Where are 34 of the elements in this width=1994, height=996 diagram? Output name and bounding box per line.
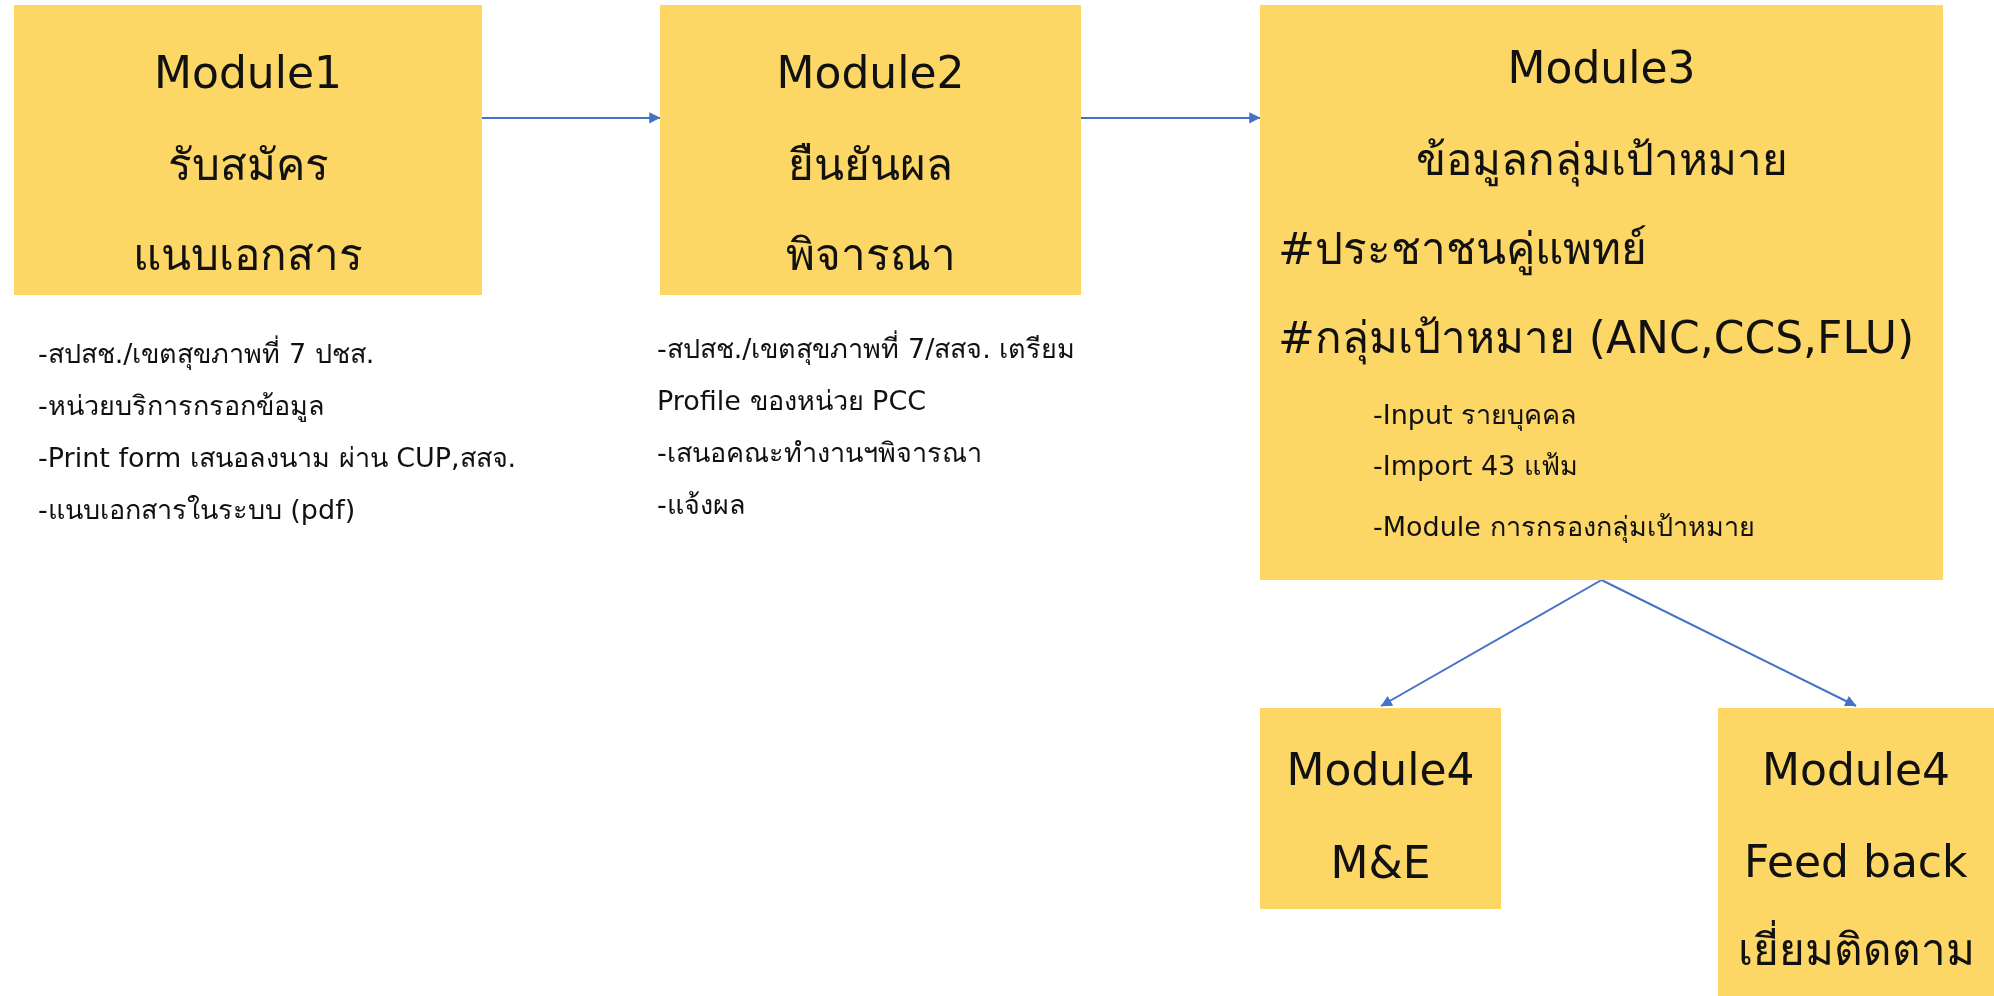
box-text: -Input รายบุคคล	[1373, 398, 1578, 432]
module-title: Module2	[776, 45, 965, 100]
note-text: -แจ้งผล	[657, 488, 747, 522]
note-text: -สปสช./เขตสุขภาพที่ 7 ปชส.	[38, 328, 598, 380]
arrow	[1600, 579, 1857, 707]
module-box	[14, 5, 482, 295]
box-text: ข้อมูลกลุ่มเป้าหมาย	[1415, 132, 1788, 187]
module-title: Module3	[1507, 40, 1696, 95]
box-text: Feed back	[1744, 834, 1968, 889]
box-text: #ประชาชนคู่แพทย์	[1278, 221, 1647, 276]
module-title: Module1	[154, 45, 342, 100]
box-text: รับสมัคร	[167, 137, 329, 192]
module-box	[1260, 708, 1501, 909]
arrow	[1080, 112, 1261, 124]
box-text: -Module การกรองกลุ่มเป้าหมาย	[1373, 510, 1755, 544]
box-text: เยี่ยมติดตาม	[1737, 921, 1975, 977]
box-text: พิจารณา	[785, 227, 956, 282]
arrow	[1380, 579, 1603, 707]
arrow	[481, 112, 661, 124]
box-text: M&E	[1330, 835, 1431, 890]
box-text: แนบเอกสาร	[133, 227, 363, 282]
module-box	[1260, 5, 1943, 580]
note-text: -Print form เสนอลงนาม ผ่าน CUP,สสจ.	[38, 441, 518, 475]
box-text: -Import 43 แฟ้ม	[1373, 449, 1578, 483]
module-box	[1718, 708, 1994, 996]
note-text: -แนบเอกสารในระบบ (pdf)	[38, 493, 357, 527]
box-text: #กลุ่มเป้าหมาย (ANC,CCS,FLU)	[1278, 310, 1915, 365]
box-text: ยืนยันผล	[788, 137, 953, 192]
note-text: -สปสช./เขตสุขภาพที่ 7/สสจ. เตรียม Profile ของหน่วย PCC	[657, 323, 1157, 427]
module-title: Module4	[1286, 742, 1475, 797]
note-text: -หน่วยบริการกรอกข้อมูล	[38, 389, 326, 424]
module-title: Module4	[1762, 742, 1950, 797]
module-box	[660, 5, 1081, 295]
note-text: -เสนอคณะทำงานฯพิจารณา	[657, 436, 983, 470]
